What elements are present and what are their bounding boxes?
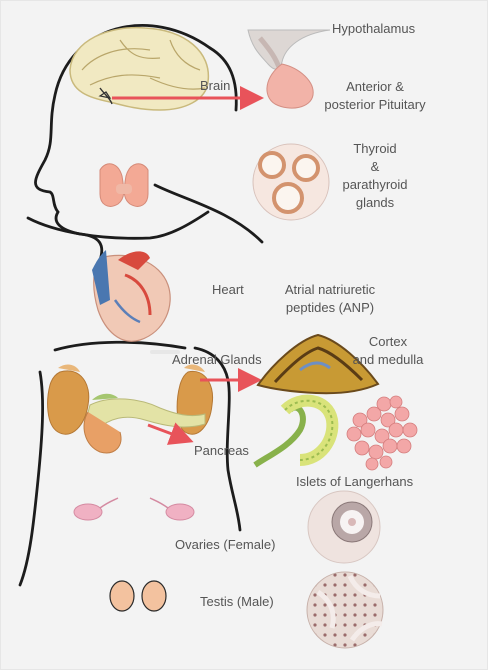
pituitary-icon xyxy=(266,63,314,109)
label-anp: Atrial natriuretic peptides (ANP) xyxy=(284,282,376,315)
label-cortex-medulla: Cortex and medulla xyxy=(352,334,424,367)
pancreas-arrow xyxy=(147,422,194,445)
thyroid-section-icon xyxy=(252,143,330,221)
label-pancreas: Pancreas xyxy=(194,443,249,458)
label-hypothalamus: Hypothalamus xyxy=(332,21,416,36)
ovary-icon xyxy=(73,497,195,521)
testis-icon xyxy=(109,580,167,612)
label-pituitary: Anterior & posterior Pituitary xyxy=(324,79,426,112)
thyroid-icon xyxy=(99,163,149,207)
label-testis: Testis (Male) xyxy=(200,594,274,609)
label-islets: Islets of Langerhans xyxy=(296,474,414,489)
label-adrenal-glands: Adrenal Glands xyxy=(172,352,262,367)
label-heart: Heart xyxy=(212,282,244,297)
label-thyroid: Thyroid & parathyroid glands xyxy=(342,141,408,210)
adrenal-section-icon xyxy=(256,333,380,395)
ovary-section-icon xyxy=(307,490,381,564)
label-ovaries: Ovaries (Female) xyxy=(175,537,276,552)
heart-icon xyxy=(92,250,180,354)
brain-icon xyxy=(69,26,210,111)
hypothalamus-icon xyxy=(247,29,331,71)
label-brain: Brain xyxy=(200,78,231,93)
islets-icon xyxy=(253,394,418,471)
testis-section-icon xyxy=(306,571,384,649)
